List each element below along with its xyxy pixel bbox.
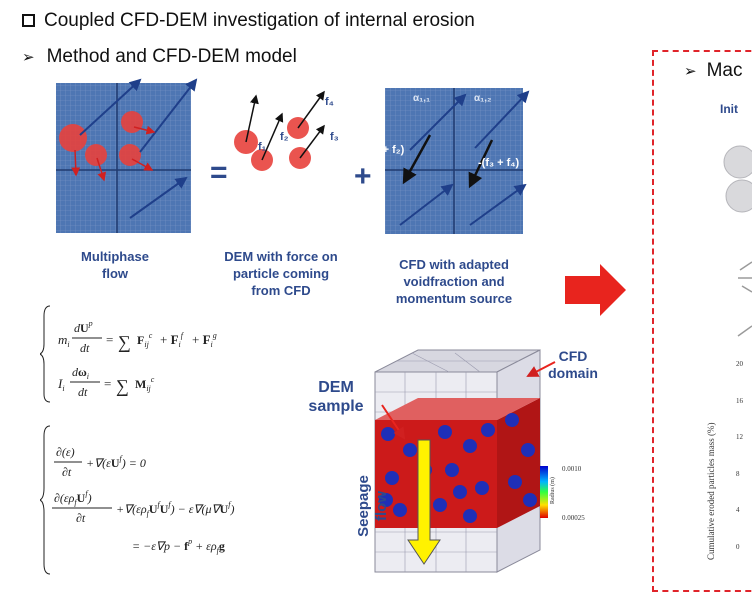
coarse-particle — [508, 475, 522, 489]
heading-text: Coupled CFD-DEM investigation of interna… — [44, 10, 475, 31]
coarse-particle — [475, 481, 489, 495]
force-f4-label: f₄ — [325, 96, 334, 108]
svg-text:∑: ∑ — [116, 376, 129, 396]
dem-particles — [234, 90, 325, 171]
arrow-bullet-icon: ➢ — [22, 49, 35, 66]
y-tick-label: 16 — [736, 396, 743, 405]
caption-multiphase: Multiphase flow — [81, 249, 149, 281]
right-title-text: Mac — [706, 60, 743, 81]
svg-text:∂t: ∂t — [76, 511, 86, 525]
slide-heading: Coupled CFD-DEM investigation of interna… — [22, 10, 475, 32]
caption-cfd: CFD with adapted voidfraction and moment… — [395, 257, 513, 306]
svg-text:dt: dt — [80, 341, 90, 355]
coarse-particle — [385, 471, 399, 485]
seepage-flow-label: Seepage flow — [355, 475, 390, 537]
coarse-particle — [463, 509, 477, 523]
multiphase-grid — [56, 78, 198, 233]
alpha-11-label: α₁,₁ — [413, 93, 430, 104]
colorbar-title: Radius (m) — [549, 477, 556, 504]
colorbar-max-label: 0.0010 — [562, 465, 582, 473]
force-sum-34-label: -(f₃ + f₄) — [478, 157, 520, 169]
plus-sign: + — [354, 160, 372, 193]
cfd-domain-label: CFD domain — [548, 348, 598, 381]
coarse-particle — [403, 443, 417, 457]
force-f3-label: f₃ — [330, 131, 339, 143]
coarse-particle — [445, 463, 459, 477]
coarse-particle — [505, 413, 519, 427]
svg-text:dUp: dUp — [74, 319, 93, 335]
force-f1-label: f₁ — [258, 141, 267, 153]
svg-text:+ Fif: + Fif — [160, 331, 185, 349]
svg-text:∂(ερfUf): ∂(ερfUf) — [54, 489, 92, 507]
dem-sample-pointer-icon — [381, 404, 406, 440]
y-tick-label: 0 — [736, 542, 740, 551]
coarse-particles — [379, 413, 537, 523]
cfd-grid — [385, 88, 530, 234]
right-panel-graphics — [723, 145, 752, 337]
svg-text:∂t: ∂t — [62, 465, 72, 479]
svg-text:=: = — [104, 376, 111, 391]
cfd-domain-pointer-icon — [526, 361, 556, 377]
svg-text:Fijc: Fijc — [137, 331, 153, 349]
coarse-particle — [433, 498, 447, 512]
caption-dem: DEM with force on particle coming from C… — [224, 249, 338, 298]
dem-sample-label: DEM sample — [308, 379, 364, 415]
right-panel-title: ➢ Mac — [684, 60, 742, 82]
svg-text:Mijc: Mijc — [135, 375, 155, 393]
slide-subheading: ➢ Method and CFD-DEM model — [22, 46, 297, 68]
right-panel-subtitle: Init — [720, 102, 738, 116]
colorbar-min-label: 0.00025 — [562, 514, 585, 522]
seepage-arrow-icon — [407, 439, 441, 565]
svg-text:+∇(ερfUfUf) − ε∇(μ∇Uf): +∇(ερfUfUf) − ε∇(μ∇Uf) — [116, 500, 234, 518]
svg-text:=: = — [106, 332, 113, 347]
coarse-particle — [463, 439, 477, 453]
force-f2-label: f₂ — [280, 131, 289, 143]
transition-arrow-icon — [565, 264, 626, 316]
svg-text:Ii: Ii — [57, 376, 65, 393]
svg-text:mi: mi — [58, 332, 70, 349]
y-tick-label: 20 — [736, 360, 743, 368]
coarse-particle — [379, 493, 393, 507]
right-chart-ylabel: Cumulative eroded particles mass (%) — [706, 422, 716, 560]
y-tick-label: 4 — [736, 506, 740, 514]
checkbox-square-icon — [22, 14, 35, 27]
y-tick-label: 8 — [736, 469, 740, 478]
svg-text:+ Fig: + Fig — [192, 331, 217, 349]
coarse-particle — [393, 503, 407, 517]
coarse-particle — [381, 427, 395, 441]
svg-text:∂(ε): ∂(ε) — [56, 445, 75, 459]
radius-colorbar — [540, 466, 548, 518]
svg-text:dt: dt — [78, 385, 88, 399]
coarse-particle — [521, 443, 535, 457]
right-panel-frame — [652, 50, 752, 592]
coarse-particle — [523, 493, 537, 507]
alpha-12-label: α₁,₂ — [474, 93, 492, 104]
equals-sign: = — [210, 156, 228, 189]
coarse-particle — [481, 423, 495, 437]
coarse-particle — [438, 425, 452, 439]
dem-sample-3d — [374, 349, 541, 573]
subheading-text: Method and CFD-DEM model — [46, 46, 297, 67]
right-bullet-icon: ➢ — [684, 63, 697, 80]
coarse-particle — [453, 485, 467, 499]
y-tick-label: 12 — [736, 433, 743, 441]
svg-text:+∇(εUf) = 0: +∇(εUf) = 0 — [86, 454, 146, 470]
force-sum-12-label: -(f₁ + f₂) — [364, 144, 405, 156]
svg-text:dωi: dωi — [72, 365, 89, 381]
svg-text:= −ε∇p − fp + ερfg: = −ε∇p − fp + ερfg — [132, 537, 225, 555]
svg-text:∑: ∑ — [118, 332, 131, 352]
governing-equations: mi dUp dt = ∑ Fijc + Fif + Fig Ii dωi dt… — [40, 305, 234, 575]
